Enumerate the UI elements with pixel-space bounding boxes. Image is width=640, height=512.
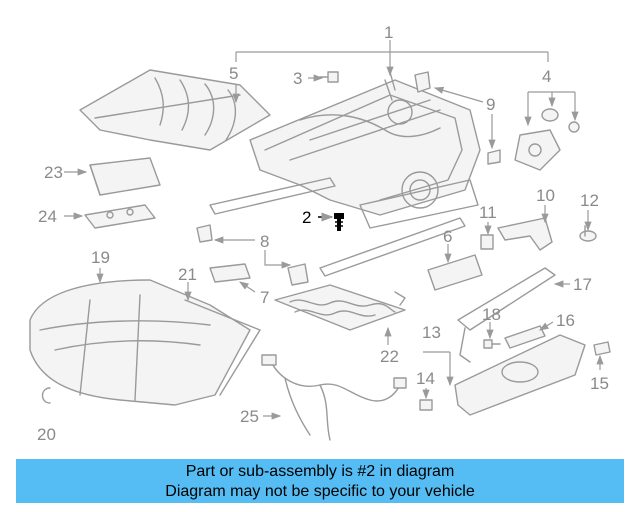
callout-24: 24: [38, 207, 57, 226]
leader-lines: [64, 40, 604, 420]
info-banner: Part or sub-assembly is #2 in diagram Di…: [16, 459, 624, 503]
screw-2-part[interactable]: [334, 213, 344, 231]
callout-12: 12: [580, 191, 599, 210]
callout-23: 23: [44, 163, 63, 182]
callout-10: 10: [536, 186, 555, 205]
seat-cushion-19-part[interactable]: [29, 279, 251, 406]
callout-8: 8: [260, 232, 269, 251]
frame-17-part[interactable]: [457, 267, 556, 363]
callout-1: 1: [384, 23, 393, 42]
screw-18-part[interactable]: [483, 339, 501, 349]
callout-18: 18: [482, 305, 501, 324]
seat-pan-part[interactable]: [79, 69, 271, 151]
callout-14: 14: [416, 369, 435, 388]
callout-11: 11: [479, 203, 497, 222]
callout-labels: 1 2 3 4 5 6 7 8 9 10 11 12 13 14 15 16 1…: [37, 23, 609, 444]
callout-15: 15: [590, 374, 609, 393]
seat-cover-21-part[interactable]: [184, 299, 261, 396]
callout-22: 22: [380, 347, 399, 366]
clip-8-part[interactable]: [196, 224, 309, 286]
clip-9-part[interactable]: [414, 71, 501, 165]
callout-20: 20: [37, 425, 56, 444]
cover-cap-4-part[interactable]: [514, 108, 580, 171]
callout-4: 4: [542, 67, 551, 86]
wiring-harness-25-part[interactable]: [261, 354, 407, 441]
bolt-3-part[interactable]: [319, 71, 339, 83]
callout-19: 19: [91, 248, 110, 267]
control-module-23-part[interactable]: [89, 157, 161, 196]
banner-line-part-number: Part or sub-assembly is #2 in diagram: [185, 463, 455, 480]
seat-frame-part[interactable]: [209, 71, 481, 277]
callout-16: 16: [556, 311, 575, 330]
callout-21: 21: [178, 265, 197, 284]
callout-5: 5: [229, 64, 238, 83]
panel-16-part[interactable]: [504, 325, 546, 349]
callout-6: 6: [443, 227, 452, 246]
clip-11-part[interactable]: [480, 234, 494, 250]
bracket-10-part[interactable]: [497, 217, 553, 251]
callout-13: 13: [422, 323, 441, 342]
clip-15-part[interactable]: [593, 341, 611, 356]
callout-25: 25: [240, 407, 259, 426]
callout-9: 9: [486, 95, 495, 114]
trim-panel-6-part[interactable]: [427, 254, 483, 291]
clip-14-part[interactable]: [419, 399, 433, 411]
callout-17: 17: [573, 275, 592, 294]
bracket-7-part[interactable]: [209, 263, 251, 283]
clip-20-part[interactable]: [41, 387, 51, 404]
side-shield-13-part[interactable]: [454, 334, 586, 416]
bracket-24-part[interactable]: [84, 204, 156, 229]
callout-3: 3: [293, 69, 302, 88]
banner-line-disclaimer: Diagram may not be specific to your vehi…: [165, 483, 475, 500]
heater-pad-22-part[interactable]: [274, 284, 406, 331]
callout-2: 2: [302, 208, 311, 227]
callout-7: 7: [260, 288, 269, 307]
